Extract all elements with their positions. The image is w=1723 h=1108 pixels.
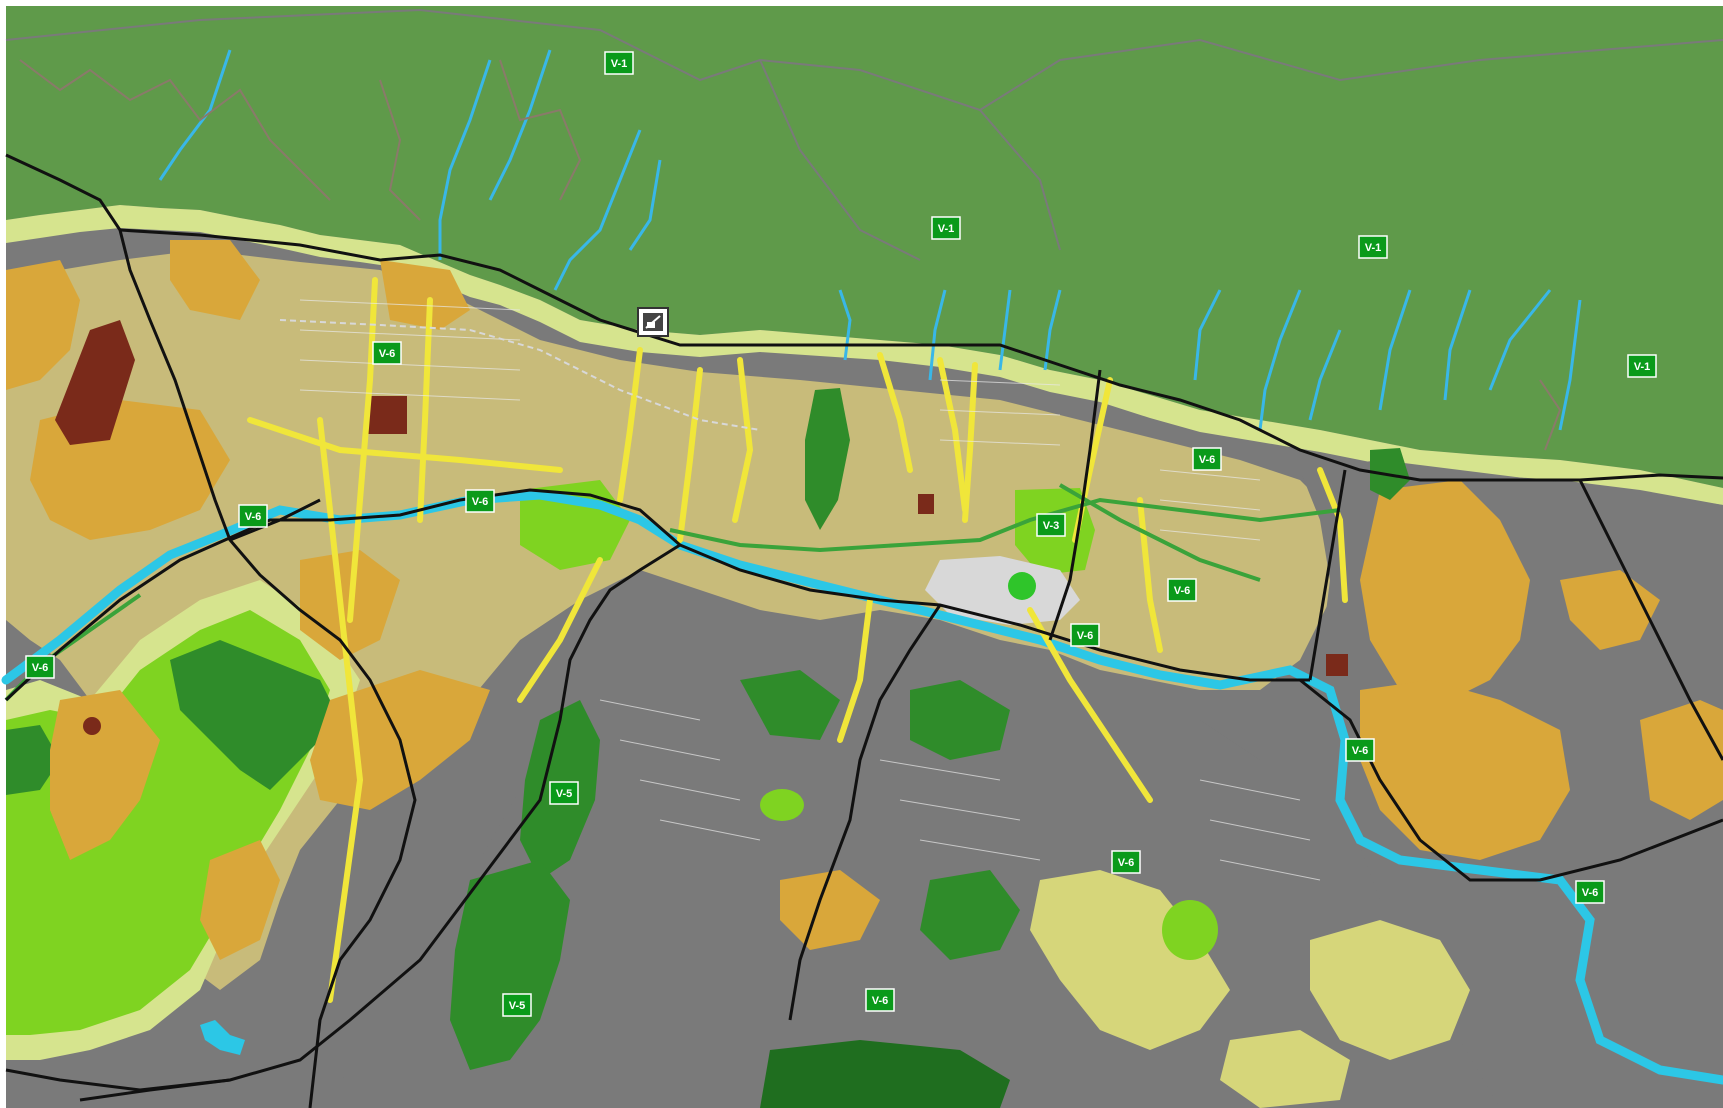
orange-slope-east-4 xyxy=(1640,700,1723,820)
historic-zone-small-3 xyxy=(83,717,101,735)
zone-label-text: V-1 xyxy=(1634,361,1651,373)
zone-label-box xyxy=(604,51,634,75)
zone-label-box xyxy=(931,216,961,240)
orange-slope-south xyxy=(780,870,880,950)
zone-label-text: V-6 xyxy=(1118,857,1135,869)
zone-label-text: V-1 xyxy=(938,223,955,235)
zone-label-box xyxy=(1070,623,1100,647)
zone-label-box xyxy=(1111,850,1141,874)
park-south-mid-1 xyxy=(740,670,840,740)
zone-label-text: V-6 xyxy=(1077,630,1094,642)
zone-label-v-6: V-6 xyxy=(1070,623,1100,647)
hatched-zone-south xyxy=(1220,1030,1350,1108)
zone-label-box xyxy=(1036,513,1066,537)
zone-label-text: V-6 xyxy=(245,511,262,523)
zone-label-text: V-6 xyxy=(872,995,889,1007)
zone-label-box xyxy=(238,504,268,528)
zone-label-v-6: V-6 xyxy=(238,504,268,528)
orange-slope-west-5 xyxy=(50,690,160,860)
zone-label-box xyxy=(1627,354,1657,378)
zone-label-box xyxy=(1358,235,1388,259)
zone-label-box xyxy=(465,489,495,513)
mountain-park-zone xyxy=(6,6,1723,488)
historic-zone-west xyxy=(55,320,135,445)
zone-label-v-6: V-6 xyxy=(865,988,895,1012)
zone-label-v-3: V-3 xyxy=(1036,513,1066,537)
zone-label-box xyxy=(372,341,402,365)
zone-label-text: V-3 xyxy=(1043,520,1060,532)
zone-label-v-1: V-1 xyxy=(1358,235,1388,259)
mountain-boundary-lines xyxy=(5,8,1723,261)
zone-label-v-6: V-6 xyxy=(1192,447,1222,471)
zone-label-v-6: V-6 xyxy=(1167,578,1197,602)
zone-label-text: V-6 xyxy=(1582,887,1599,899)
airport-zone xyxy=(925,556,1080,625)
central-park-dark-strip xyxy=(805,388,850,530)
hatched-zone-east xyxy=(1310,920,1470,1060)
zone-label-v-6: V-6 xyxy=(1345,738,1375,762)
mountain-streams xyxy=(158,49,1582,431)
zone-label-text: V-1 xyxy=(1365,242,1382,254)
zone-label-text: V-5 xyxy=(509,1000,526,1012)
highways xyxy=(4,153,1723,1108)
zone-label-box xyxy=(1345,738,1375,762)
zone-label-v-1: V-1 xyxy=(931,216,961,240)
zone-label-box xyxy=(1167,578,1197,602)
zone-label-text: V-6 xyxy=(1352,745,1369,757)
west-park-dark-small xyxy=(6,725,60,795)
orange-slope-west-1 xyxy=(6,260,80,390)
small-lake-southwest xyxy=(200,1020,245,1055)
zone-label-v-6: V-6 xyxy=(25,655,55,679)
zone-label-v-5: V-5 xyxy=(502,993,532,1017)
park-south-mid-2 xyxy=(910,680,1010,760)
park-v5-south xyxy=(450,860,570,1070)
zone-label-v-6: V-6 xyxy=(1111,850,1141,874)
zone-label-v-6: V-6 xyxy=(1575,880,1605,904)
historic-zone-center xyxy=(367,396,407,434)
park-south-bottom xyxy=(760,1040,1010,1108)
central-urban-corridor xyxy=(6,250,1340,990)
park-light-round-2 xyxy=(760,789,804,821)
zone-label-text: V-6 xyxy=(472,496,489,508)
zone-label-text: V-6 xyxy=(1174,585,1191,597)
zone-label-box xyxy=(1575,880,1605,904)
zone-label-v-1: V-1 xyxy=(1627,354,1657,378)
airport-green-circle xyxy=(1008,572,1036,600)
street-grid xyxy=(299,299,1321,881)
orange-slope-west-4 xyxy=(380,260,470,330)
orange-slope-west-8 xyxy=(200,840,280,960)
park-light-round-1 xyxy=(1162,900,1218,960)
zone-label-text: V-6 xyxy=(379,348,396,360)
orange-slope-east-1 xyxy=(1360,480,1530,700)
dashed-trail xyxy=(279,319,761,431)
yellow-avenues xyxy=(247,277,1348,1003)
zone-label-v-6: V-6 xyxy=(465,489,495,513)
zone-label-box xyxy=(502,993,532,1017)
zone-label-v-5: V-5 xyxy=(549,781,579,805)
mountain-trails xyxy=(19,59,1562,451)
zone-label-box xyxy=(865,988,895,1012)
zone-label-box xyxy=(25,655,55,679)
orange-slope-east-2 xyxy=(1360,680,1570,860)
zone-label-text: V-6 xyxy=(32,662,49,674)
zone-label-box xyxy=(1192,447,1222,471)
park-south-mid-3 xyxy=(920,870,1020,960)
west-park-dark xyxy=(170,640,340,790)
zone-label-text: V-5 xyxy=(556,788,573,800)
zone-label-text: V-6 xyxy=(1199,454,1216,466)
zone-label-text: V-1 xyxy=(611,58,628,70)
zone-label-v-1: V-1 xyxy=(604,51,634,75)
historic-zone-small-2 xyxy=(1326,654,1348,676)
zone-label-v-6: V-6 xyxy=(372,341,402,365)
cable-car-station-icon xyxy=(637,307,669,337)
orange-slope-west-3 xyxy=(170,240,260,320)
zone-label-box xyxy=(549,781,579,805)
historic-zone-small-1 xyxy=(918,494,934,514)
